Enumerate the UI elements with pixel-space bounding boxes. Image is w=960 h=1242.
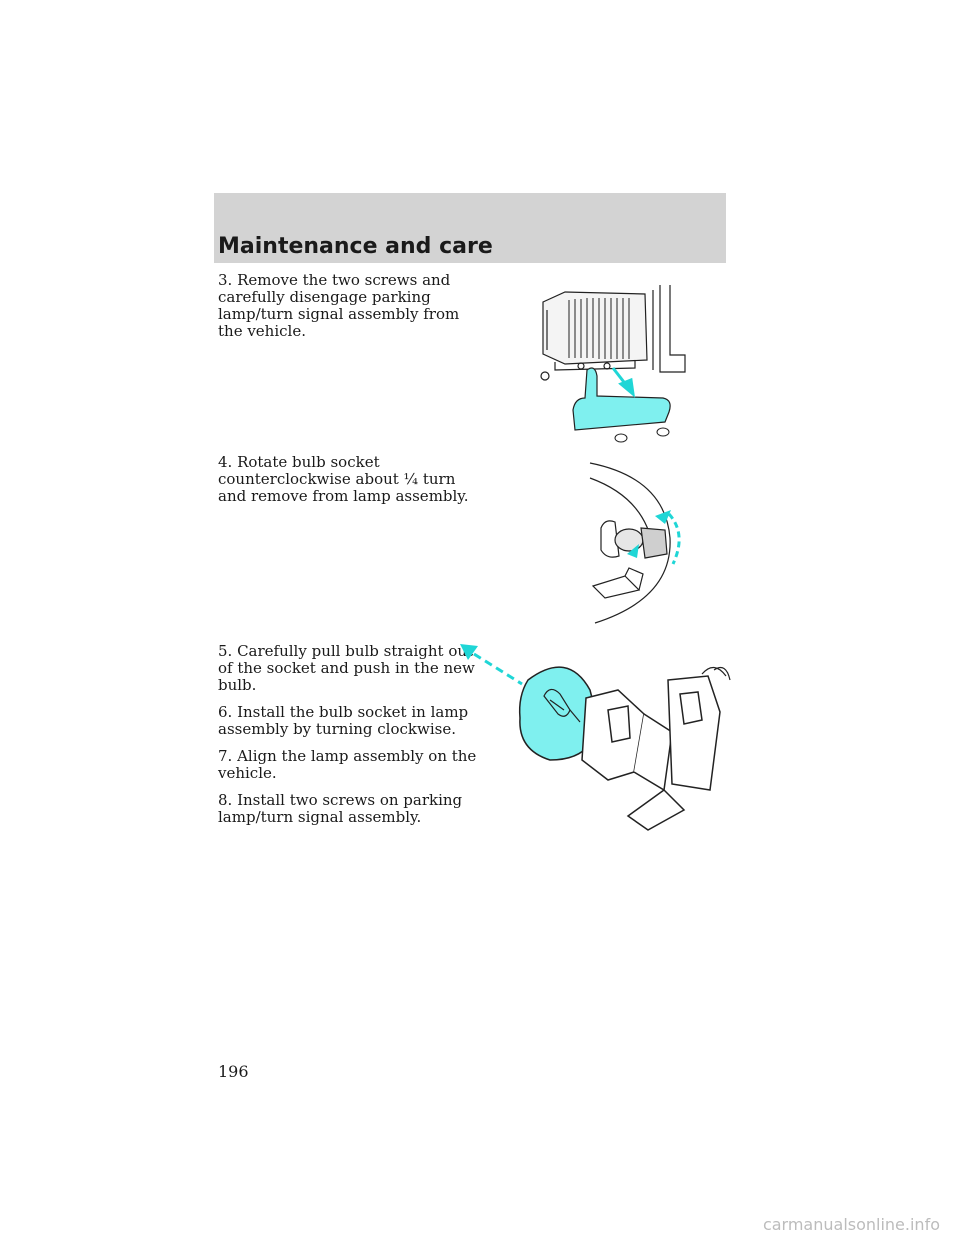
- page-number: 196: [218, 1062, 249, 1081]
- watermark: carmanualsonline.info: [762, 1215, 940, 1234]
- step-4-block: 4. Rotate bulb socket counterclockwise a…: [218, 454, 480, 515]
- step-7-text: 7. Align the lamp assembly on the vehicl…: [218, 747, 477, 782]
- rotate-bulb-socket-illustration: [589, 462, 681, 624]
- step-5-text: 5. Carefully pull bulb straight out of t…: [218, 642, 475, 694]
- step-3-text: 3. Remove the two screws and carefully d…: [218, 271, 460, 340]
- bulb-replacement-illustration: [460, 644, 731, 831]
- step-8-text: 8. Install two screws on parking lamp/tu…: [218, 791, 463, 826]
- step-6-text: 6. Install the bulb socket in lamp assem…: [218, 703, 469, 738]
- step-4-text: 4. Rotate bulb socket counterclockwise a…: [218, 453, 469, 505]
- section-title: Maintenance and care: [218, 234, 493, 259]
- steps-5-8-block: 5. Carefully pull bulb straight out of t…: [218, 643, 480, 836]
- section-header-band: Maintenance and care: [214, 193, 726, 263]
- lamp-assembly-removal-illustration: [540, 285, 686, 443]
- step-3-block: 3. Remove the two screws and carefully d…: [218, 272, 480, 350]
